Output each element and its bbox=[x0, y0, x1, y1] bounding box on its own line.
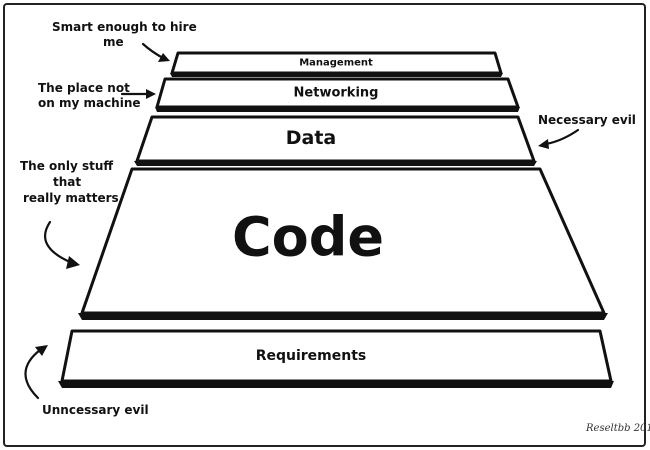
tier-code-shape bbox=[80, 167, 606, 315]
tier-management-label: Management bbox=[299, 58, 373, 69]
tier-requirements-shadow bbox=[58, 381, 614, 388]
annotation-networking-line-2: on my machine bbox=[38, 96, 141, 110]
annotation-data-arrowhead bbox=[538, 139, 549, 149]
tier-code: Code bbox=[78, 167, 608, 320]
annotation-code-line-3: really matters bbox=[23, 191, 119, 205]
tier-data: Data bbox=[134, 115, 537, 166]
tier-code-shadow bbox=[78, 313, 608, 320]
annotation-networking-arrowhead bbox=[146, 89, 156, 99]
annotation-management-line-1: Smart enough to hire bbox=[52, 20, 197, 34]
annotation-code-arrow bbox=[44, 220, 72, 264]
annotation-management-line-2: me bbox=[103, 35, 124, 49]
annotation-data-line-1: Necessary evil bbox=[538, 113, 636, 127]
tier-data-shape bbox=[135, 115, 536, 163]
diagram-frame bbox=[3, 3, 646, 447]
tier-management-shape bbox=[170, 51, 503, 75]
annotation-management-arrow bbox=[141, 42, 165, 60]
annotation-requirements-arrowhead bbox=[35, 345, 48, 356]
tier-networking-shape bbox=[155, 77, 520, 109]
annotation-code-line-2: that bbox=[53, 175, 81, 189]
annotation-requirements: Unncessary evil bbox=[24, 345, 149, 417]
tier-networking-label: Networking bbox=[294, 86, 379, 101]
annotation-data: Necessary evil bbox=[538, 113, 636, 149]
annotation-data-arrow bbox=[544, 128, 580, 146]
annotation-code-arrowhead bbox=[66, 256, 80, 269]
tier-requirements-shape bbox=[60, 329, 613, 383]
annotation-code: The only stuff that really matters bbox=[20, 159, 119, 269]
annotation-management-arrowhead bbox=[158, 53, 170, 62]
annotation-requirements-arrow bbox=[24, 348, 42, 400]
annotation-networking-line-1: The place not bbox=[38, 81, 130, 95]
tier-networking: Networking bbox=[155, 77, 520, 112]
tier-management: Management bbox=[170, 51, 503, 77]
tier-requirements: Requirements bbox=[58, 329, 614, 388]
annotation-code-line-1: The only stuff bbox=[20, 159, 113, 173]
tier-requirements-label: Requirements bbox=[256, 348, 367, 364]
artist-signature: Reseltbb 2016 bbox=[585, 423, 650, 434]
tier-code-label: Code bbox=[232, 206, 384, 269]
annotation-requirements-line-1: Unncessary evil bbox=[42, 403, 149, 417]
annotation-networking: The place not on my machine bbox=[38, 81, 156, 110]
annotation-management: Smart enough to hire me bbox=[52, 20, 197, 62]
tier-data-label: Data bbox=[286, 127, 337, 149]
